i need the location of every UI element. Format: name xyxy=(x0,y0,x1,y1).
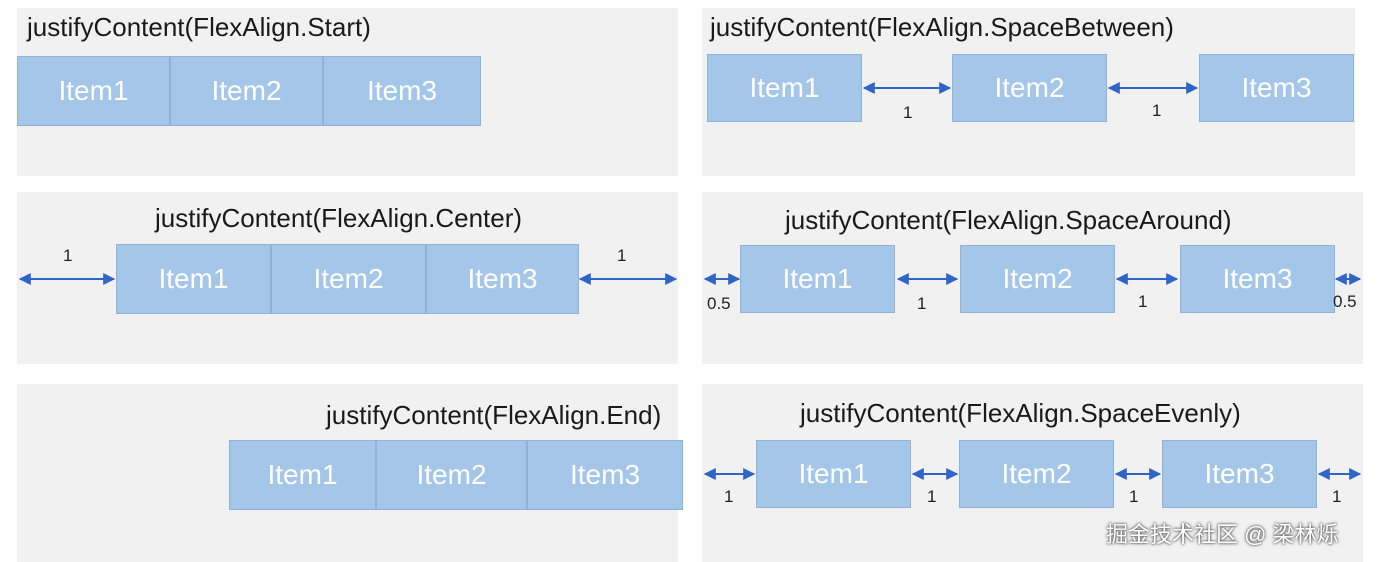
flex-item: Item3 xyxy=(1162,440,1317,508)
gap-label: 1 xyxy=(903,103,913,122)
flex-item: Item3 xyxy=(1199,54,1354,122)
flex-item: Item1 xyxy=(740,245,895,313)
gap-label: 1 xyxy=(63,246,73,265)
gap-label: 1 xyxy=(617,246,627,265)
flex-item: Item1 xyxy=(707,54,862,122)
flex-item: Item2 xyxy=(376,440,527,510)
flex-item: Item3 xyxy=(323,56,481,126)
center-row: Item1 Item2 Item3 xyxy=(116,244,579,314)
title-space-around: justifyContent(FlexAlign.SpaceAround) xyxy=(785,205,1232,235)
gap-label: 1 xyxy=(724,487,734,506)
flex-item: Item3 xyxy=(426,244,579,314)
end-row: Item1 Item2 Item3 xyxy=(229,440,683,510)
watermark: 掘金技术社区 @ 梁林烁 xyxy=(1106,522,1339,547)
gap-label: 1 xyxy=(927,487,937,506)
flex-item: Item3 xyxy=(1180,245,1335,313)
flex-item: Item1 xyxy=(17,56,170,126)
flex-item: Item1 xyxy=(229,440,376,510)
flex-item: Item3 xyxy=(527,440,683,510)
flex-item: Item2 xyxy=(952,54,1107,122)
gap-label: 1 xyxy=(1129,487,1139,506)
gap-label: 1 xyxy=(1138,292,1148,311)
title-space-between: justifyContent(FlexAlign.SpaceBetween) xyxy=(710,12,1174,42)
flex-item: Item1 xyxy=(116,244,271,314)
flex-item: Item2 xyxy=(271,244,426,314)
gap-label: 1 xyxy=(1332,487,1342,506)
gap-label: 0.5 xyxy=(1333,292,1357,311)
gap-label: 1 xyxy=(1152,101,1162,120)
title-start: justifyContent(FlexAlign.Start) xyxy=(27,12,371,42)
title-end: justifyContent(FlexAlign.End) xyxy=(326,400,662,430)
flex-item: Item1 xyxy=(756,440,911,508)
flex-item: Item2 xyxy=(170,56,323,126)
title-center: justifyContent(FlexAlign.Center) xyxy=(155,203,523,233)
gap-label: 1 xyxy=(917,294,927,313)
title-space-evenly: justifyContent(FlexAlign.SpaceEvenly) xyxy=(800,398,1241,428)
start-row: Item1 Item2 Item3 xyxy=(17,56,481,126)
gap-label: 0.5 xyxy=(707,294,731,313)
flex-item: Item2 xyxy=(959,440,1114,508)
flex-item: Item2 xyxy=(960,245,1115,313)
